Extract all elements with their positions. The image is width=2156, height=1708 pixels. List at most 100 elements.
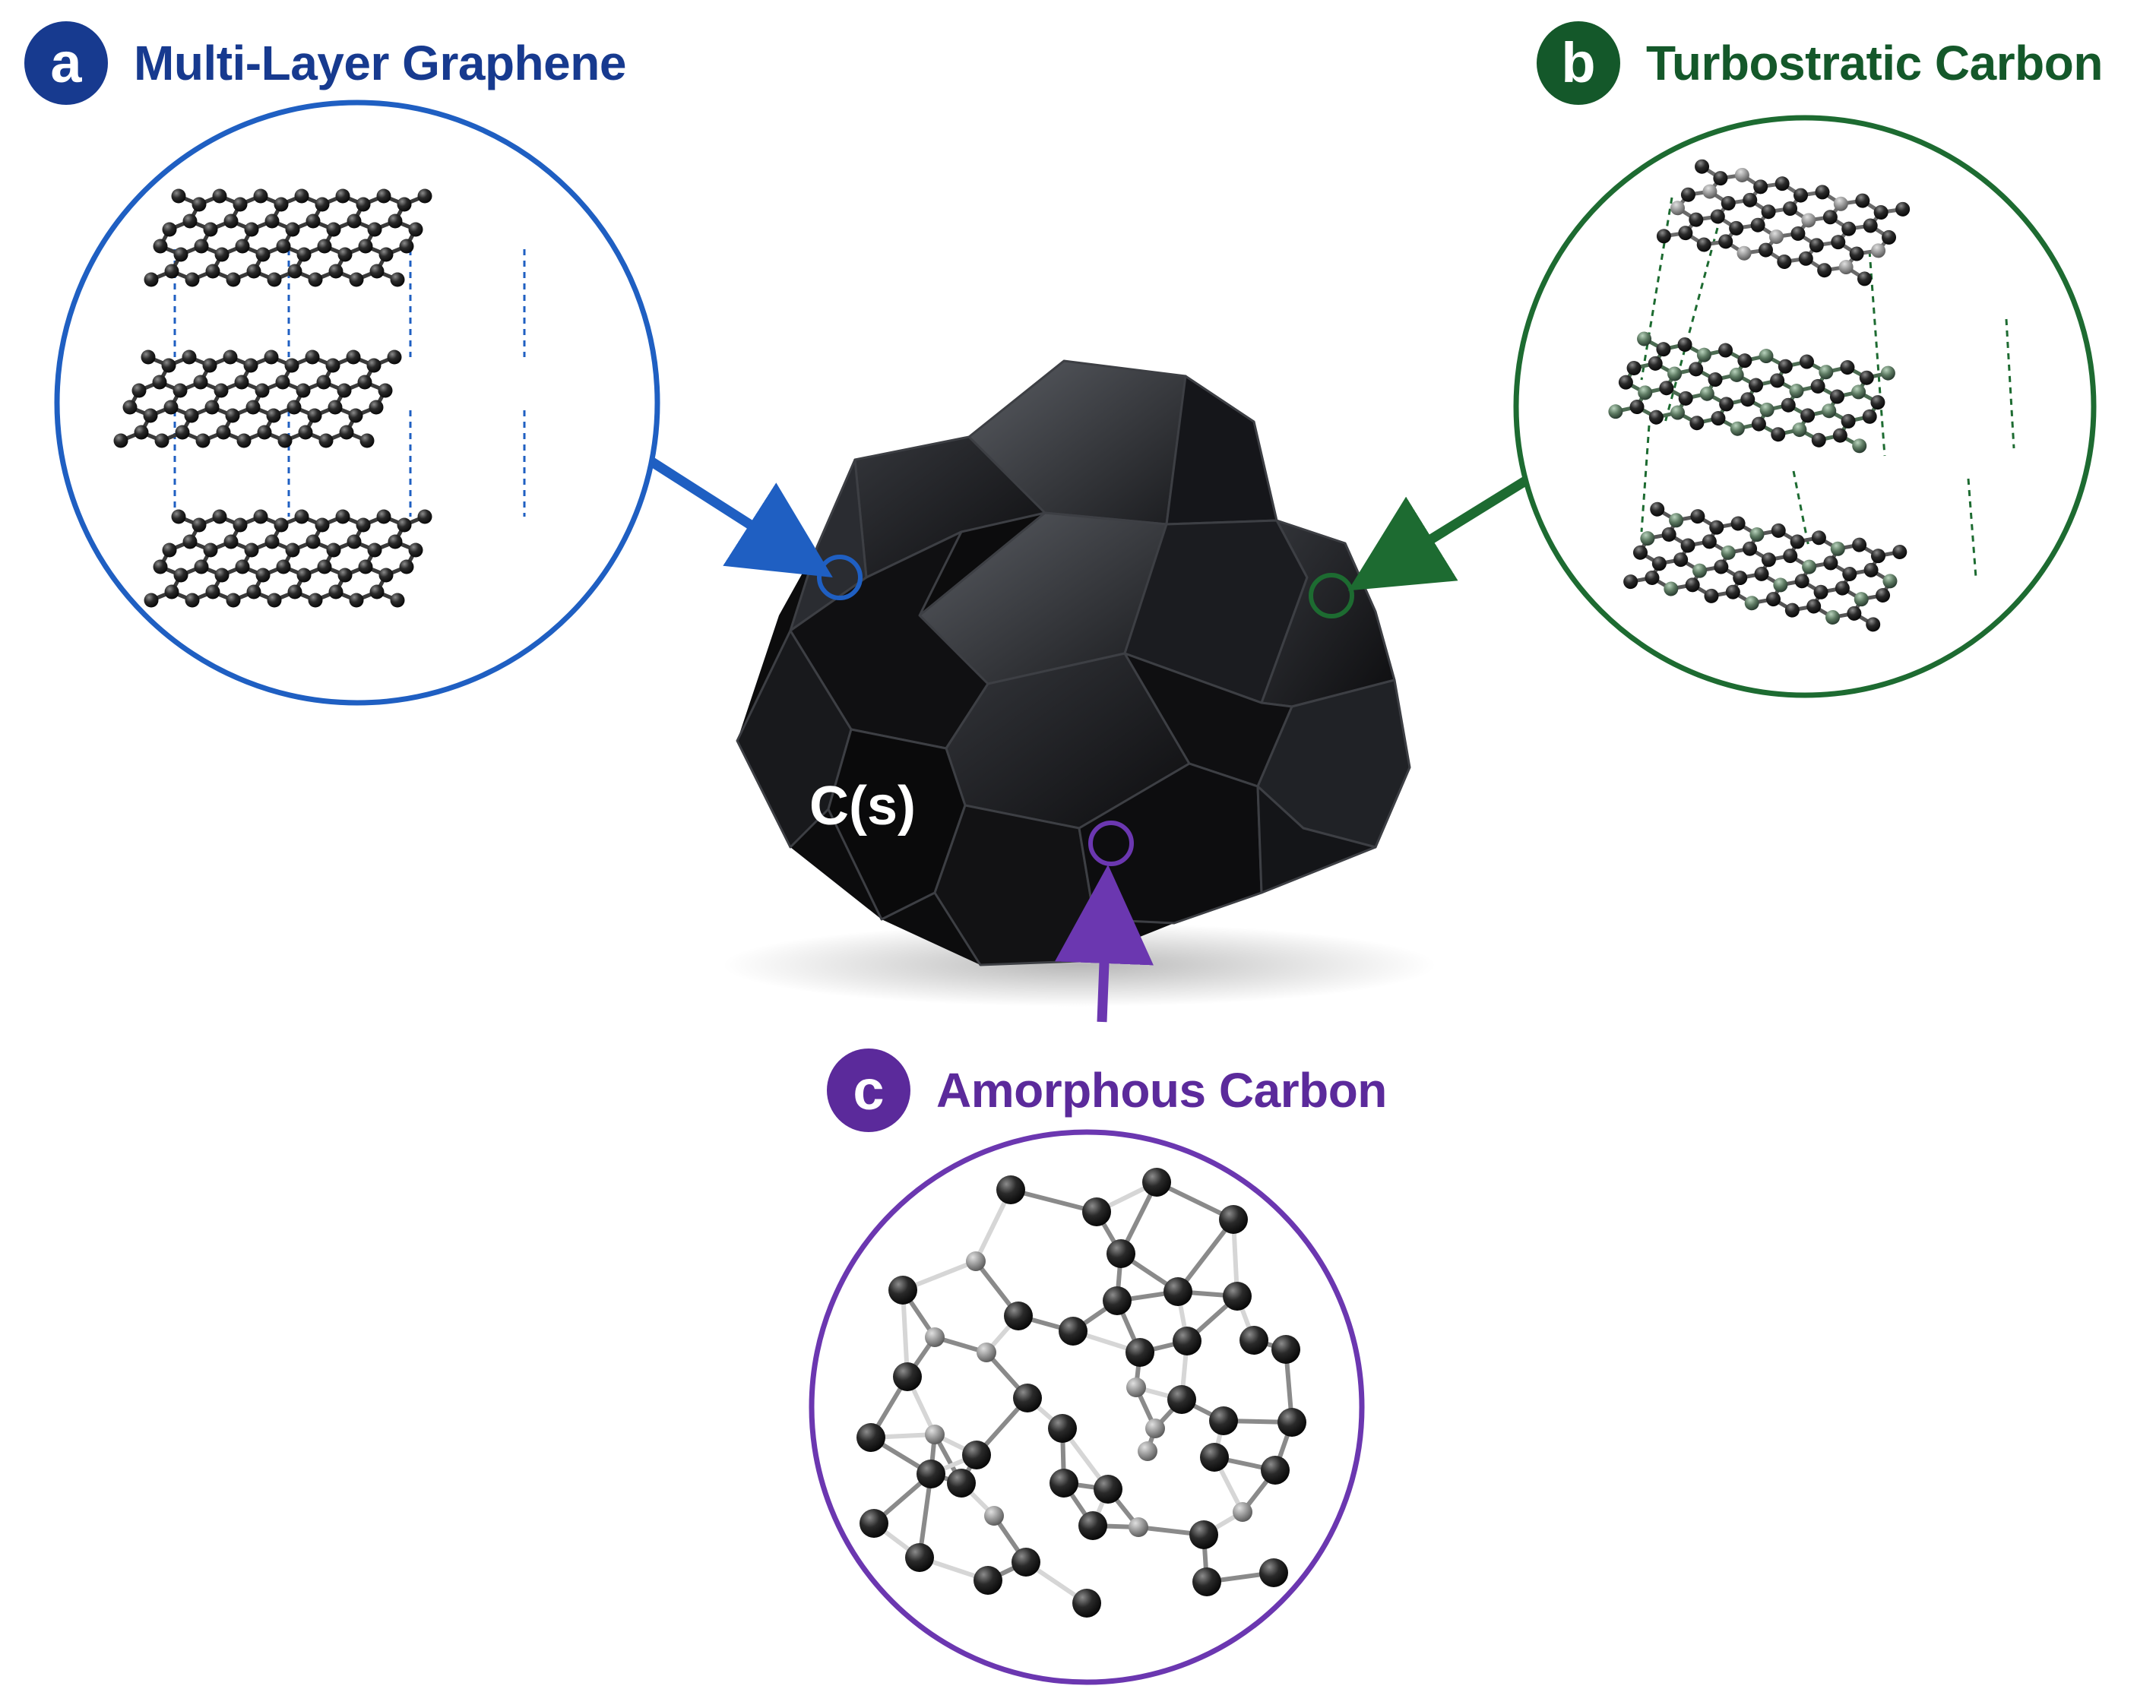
carbon-atom	[397, 517, 412, 533]
carbon-atom	[255, 247, 271, 262]
carbon-atom	[267, 272, 282, 287]
carbon-atom	[1744, 596, 1759, 611]
carbon-atom	[1882, 229, 1897, 245]
carbon-atom	[225, 408, 240, 423]
carbon-atom	[298, 425, 313, 440]
carbon-atom	[1842, 566, 1857, 581]
carbon-atom	[1718, 343, 1733, 358]
carbon-atom	[1106, 1239, 1135, 1268]
carbon-atom	[1835, 580, 1850, 596]
carbon-atom	[1689, 416, 1705, 431]
carbon-atom	[195, 433, 211, 448]
carbon-atom	[1737, 245, 1752, 261]
carbon-atom	[1854, 592, 1869, 607]
carbon-atom	[246, 264, 261, 279]
carbon-atom	[1730, 421, 1745, 436]
carbon-atom	[1825, 609, 1841, 625]
carbon-atom	[255, 383, 270, 398]
carbon-atom	[255, 568, 271, 583]
carbon-atom	[1645, 570, 1660, 585]
layer-middle	[1608, 331, 1895, 454]
carbon-atom	[226, 593, 241, 608]
carbon-atom	[1892, 545, 1907, 560]
carbon-atom	[1870, 395, 1885, 410]
carbon-atom	[1632, 545, 1648, 560]
carbon-atom	[1072, 1589, 1101, 1618]
carbon-atom	[226, 272, 241, 287]
carbon-atom	[202, 358, 217, 373]
carbon-atom	[1765, 592, 1781, 607]
carbon-atom	[358, 559, 373, 574]
carbon-atom	[1648, 410, 1664, 425]
carbon-atom	[1012, 1548, 1040, 1577]
lump-facets	[736, 359, 1411, 966]
carbon-atom	[164, 584, 179, 599]
carbon-atom	[277, 433, 293, 448]
carbon-atom	[192, 197, 207, 212]
lump-label: C(s)	[809, 776, 916, 837]
carbon-atom	[296, 247, 312, 262]
carbon-atom	[378, 568, 394, 583]
carbon-atom	[1059, 1317, 1087, 1346]
carbon-atom	[1678, 391, 1693, 406]
carbon-atom	[1725, 584, 1740, 599]
carbon-atom	[264, 350, 279, 365]
carbon-atom	[1855, 193, 1870, 208]
carbon-atom	[1163, 1277, 1192, 1306]
carbon-atom	[1873, 205, 1888, 220]
carbon-atom	[1882, 574, 1898, 589]
carbon-atom	[153, 559, 168, 574]
carbon-atom	[1708, 372, 1723, 387]
carbon-atom	[1659, 381, 1674, 396]
carbon-atom	[417, 509, 432, 524]
carbon-atom	[131, 383, 147, 398]
carbon-atom	[1753, 179, 1768, 195]
carbon-atom	[925, 1425, 945, 1444]
carbon-atom	[893, 1362, 922, 1391]
carbon-atom	[1823, 555, 1838, 571]
carbon-atom	[274, 517, 289, 533]
carbon-atom	[1801, 213, 1816, 228]
carbon-atom	[1734, 167, 1749, 182]
carbon-atom	[1802, 559, 1817, 574]
carbon-atom	[356, 197, 371, 212]
carbon-atom	[235, 239, 250, 254]
carbon-atom	[328, 264, 344, 279]
carbon-atom	[1680, 187, 1695, 202]
arrow-b	[1347, 470, 1538, 591]
carbon-atom	[1847, 606, 1862, 621]
carbon-atom	[1670, 405, 1685, 420]
carbon-atom	[1689, 212, 1704, 227]
carbon-atom	[962, 1441, 991, 1469]
carbon-atom	[122, 400, 138, 415]
carbon-atom	[205, 584, 220, 599]
carbon-atom	[1714, 559, 1729, 574]
carbon-atom	[193, 375, 208, 390]
carbon-atom	[274, 197, 289, 212]
turbostratic-sheet	[1608, 331, 1895, 454]
carbon-atom	[253, 188, 268, 204]
carbon-atom	[1750, 217, 1765, 232]
carbon-atom	[216, 425, 231, 440]
carbon-atom	[1822, 210, 1838, 225]
carbon-atom	[388, 214, 403, 229]
carbon-atom	[214, 568, 230, 583]
carbon-atom	[1094, 1475, 1122, 1504]
carbon-atom	[1721, 195, 1736, 210]
carbon-atom	[325, 358, 340, 373]
carbon-atom	[1851, 384, 1866, 400]
carbon-atom	[182, 534, 198, 549]
carbon-atom	[1048, 1414, 1077, 1443]
carbon-atom	[1277, 1408, 1306, 1437]
carbon-atom	[917, 1460, 945, 1488]
carbon-atom	[1866, 617, 1881, 632]
carbon-atom	[369, 584, 385, 599]
carbon-atom	[1013, 1384, 1042, 1412]
carbon-atom	[1832, 428, 1847, 443]
carbon-atom	[387, 350, 402, 365]
carbon-atom	[267, 593, 282, 608]
carbon-atom	[143, 408, 158, 423]
carbon-atom	[204, 400, 220, 415]
carbon-atom	[234, 375, 249, 390]
carbon-atom	[388, 534, 403, 549]
